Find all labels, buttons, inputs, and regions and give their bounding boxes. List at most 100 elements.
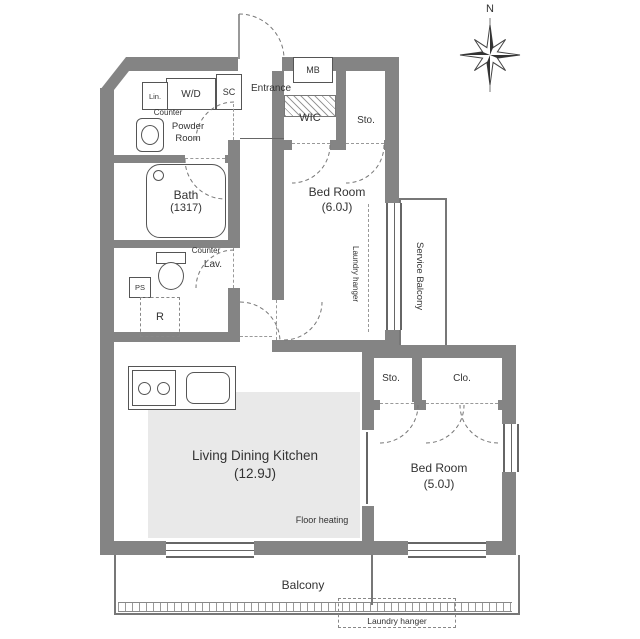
shoe-closet: SC: [216, 74, 242, 110]
washer-dryer-space: W/D: [166, 78, 216, 110]
closet-label: Clo.: [453, 373, 471, 384]
compass-rose: [459, 18, 521, 92]
wall: [272, 140, 284, 300]
lavatory-label: Lav.: [203, 259, 223, 270]
bedroom1-door-swing: [283, 301, 323, 341]
compass-north-label: N: [486, 3, 494, 15]
bedroom1-size-label: (6.0J): [321, 200, 353, 214]
powder-room-label: Powder Room: [171, 121, 205, 144]
entrance-door-swing: [238, 13, 285, 60]
wall: [502, 472, 516, 555]
threshold: [185, 158, 225, 159]
wall: [498, 400, 516, 410]
wall: [114, 155, 185, 163]
wall: [362, 358, 374, 430]
balcony-laundry-hanger-label: Laundry hanger: [367, 616, 427, 627]
bedroom1-service-balcony-window: [386, 203, 402, 330]
wall: [384, 140, 399, 150]
shoe-closet-label: SC: [222, 87, 236, 97]
counter-lav-label: Counter: [191, 246, 221, 255]
linen-label: Lin.: [148, 91, 162, 101]
closet-door-swing-left: [425, 404, 465, 444]
pipe-space-hatch: [284, 95, 336, 117]
kitchen-sink: [186, 372, 230, 404]
compass-shade-s: [486, 55, 490, 85]
balcony-edge-hatch: [118, 602, 512, 612]
bedroom2-name-label: Bed Room: [410, 461, 468, 475]
compass-star: [459, 24, 521, 86]
balcony-divider: [371, 555, 373, 605]
counter-powder-label: Counter: [153, 108, 183, 117]
balcony-laundry-hanger-area: Laundry hanger: [338, 598, 456, 628]
pipe-shaft-label: PS: [134, 283, 145, 292]
threshold: [233, 248, 234, 288]
wall: [330, 140, 346, 150]
bath-size-label: (1317): [170, 202, 202, 214]
wall: [385, 57, 399, 203]
service-balcony-label: Service Balcony: [413, 241, 425, 311]
bedroom1-laundry-hanger-label: Laundry hanger: [351, 245, 360, 303]
wall: [128, 57, 238, 71]
bedroom1-name-label: Bed Room: [308, 185, 366, 199]
balcony-label: Balcony: [281, 578, 325, 592]
washbasin-bowl: [141, 125, 159, 145]
storage-lower-label: Sto.: [382, 373, 400, 384]
storage-lower-door-swing: [379, 404, 419, 444]
bath-name-label: Bath: [173, 188, 199, 202]
refrigerator-label: R: [156, 311, 164, 323]
wall: [228, 140, 240, 248]
wall: [100, 88, 114, 555]
wall: [414, 400, 426, 410]
toilet-bowl: [158, 262, 184, 290]
threshold: [233, 104, 234, 140]
ldk-balcony-window: [166, 542, 254, 558]
threshold: [276, 300, 277, 340]
entrance-label: Entrance: [250, 83, 292, 94]
wall: [100, 541, 166, 555]
wall: [336, 71, 346, 140]
threshold: [380, 403, 414, 404]
storage-upper-door-swing: [345, 144, 385, 184]
meter-box: MB: [293, 57, 333, 83]
sliding-door: [366, 432, 368, 504]
stove-burner: [138, 381, 152, 395]
pipe-shaft: PS: [129, 277, 151, 298]
closet-door-swing-right: [459, 404, 499, 444]
threshold: [346, 143, 384, 144]
wall: [254, 541, 408, 555]
compass-shade-w: [460, 51, 490, 55]
ldk-floor-shade: [148, 392, 360, 538]
wic-label: WIC: [299, 112, 321, 124]
ldk-name-label: Living Dining Kitchen: [191, 448, 319, 463]
bedroom2-side-window: [503, 424, 519, 472]
entrance-step-line: [240, 138, 284, 139]
wic-door-swing: [291, 144, 331, 184]
floor-heating-label: Floor heating: [295, 515, 349, 525]
wall: [362, 345, 516, 358]
washer-dryer-label: W/D: [181, 88, 201, 100]
threshold: [292, 143, 330, 144]
threshold: [240, 336, 272, 337]
wall: [272, 340, 399, 352]
threshold: [426, 403, 498, 404]
compass-shade-e: [490, 55, 520, 59]
bedroom2-size-label: (5.0J): [423, 477, 455, 491]
meter-box-label: MB: [306, 65, 320, 75]
wall: [362, 506, 374, 541]
stove-burner: [156, 381, 170, 395]
service-balcony: [399, 198, 447, 349]
wall: [228, 288, 240, 340]
storage-upper-label: Sto.: [357, 115, 375, 126]
wall: [114, 332, 240, 342]
laundry-hanger-rail: [368, 204, 369, 332]
refrigerator-space: R: [140, 297, 180, 337]
compass-shade-n: [490, 25, 494, 55]
wall: [412, 358, 422, 402]
wall: [225, 155, 240, 163]
linen-cabinet: Lin.: [142, 82, 168, 110]
bedroom2-balcony-window: [408, 542, 486, 558]
ldk-size-label: (12.9J): [233, 466, 277, 481]
wall: [272, 71, 284, 140]
stove: [132, 370, 176, 406]
